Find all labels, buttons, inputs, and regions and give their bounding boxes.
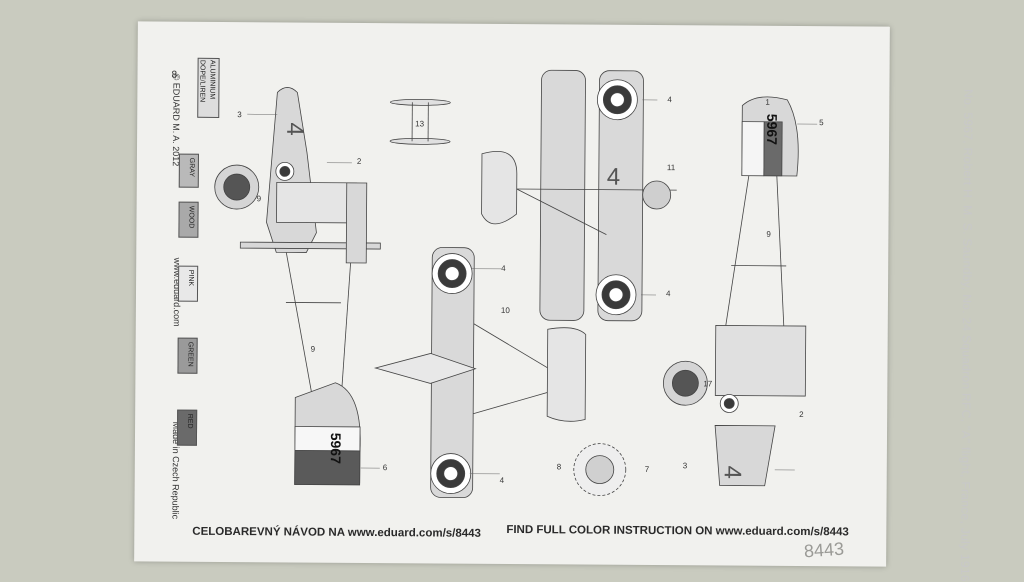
instruction-sheet: © EDUARD M. A. 2012 8 www.eduard.com Mad… [134, 21, 890, 566]
side-view-left [213, 87, 382, 485]
top-view-upper [481, 70, 678, 321]
callout-9b: 9 [311, 345, 316, 354]
callout-9: 9 [257, 194, 262, 203]
callout-5: 5 [819, 118, 824, 127]
callout-4b: 4 [666, 289, 671, 298]
callout-4d: 4 [500, 476, 505, 485]
serial-right: 5967 [764, 114, 780, 145]
side-view-right [663, 96, 808, 486]
callout-3: 3 [237, 110, 242, 119]
callout-4a: 4 [667, 95, 672, 104]
callout-7: 7 [645, 465, 650, 474]
aircraft-drawings: 4 4 [134, 21, 890, 566]
corner-code: 8443 [803, 539, 844, 563]
callout-3b: 3 [683, 461, 688, 470]
aircraft-title: No. 5967, Robert H. M. S. Saundby, No. 2… [958, 89, 975, 582]
callout-8: 8 [557, 462, 562, 471]
side-code-left: 4 [281, 122, 308, 136]
footer-en: FIND FULL COLOR INSTRUCTION ON www.eduar… [506, 524, 849, 538]
callout-13: 13 [415, 119, 424, 128]
callout-2b: 2 [799, 410, 804, 419]
prop-detail [574, 443, 626, 495]
footer-cz: CELOBAREVNÝ NÁVOD NA www.eduard.com/s/84… [192, 526, 481, 540]
serial-left: 5967 [328, 433, 344, 464]
callout-10: 10 [501, 306, 510, 315]
side-code-right: 4 [719, 465, 746, 479]
callout-9c: 9 [766, 230, 771, 239]
callout-17: 17 [703, 379, 712, 388]
callout-1: 1 [765, 98, 770, 107]
callout-4c: 4 [501, 264, 506, 273]
callout-2: 2 [357, 157, 362, 166]
callout-6: 6 [383, 463, 388, 472]
top-code-upper: 4 [607, 164, 621, 191]
callout-11: 11 [667, 163, 675, 172]
